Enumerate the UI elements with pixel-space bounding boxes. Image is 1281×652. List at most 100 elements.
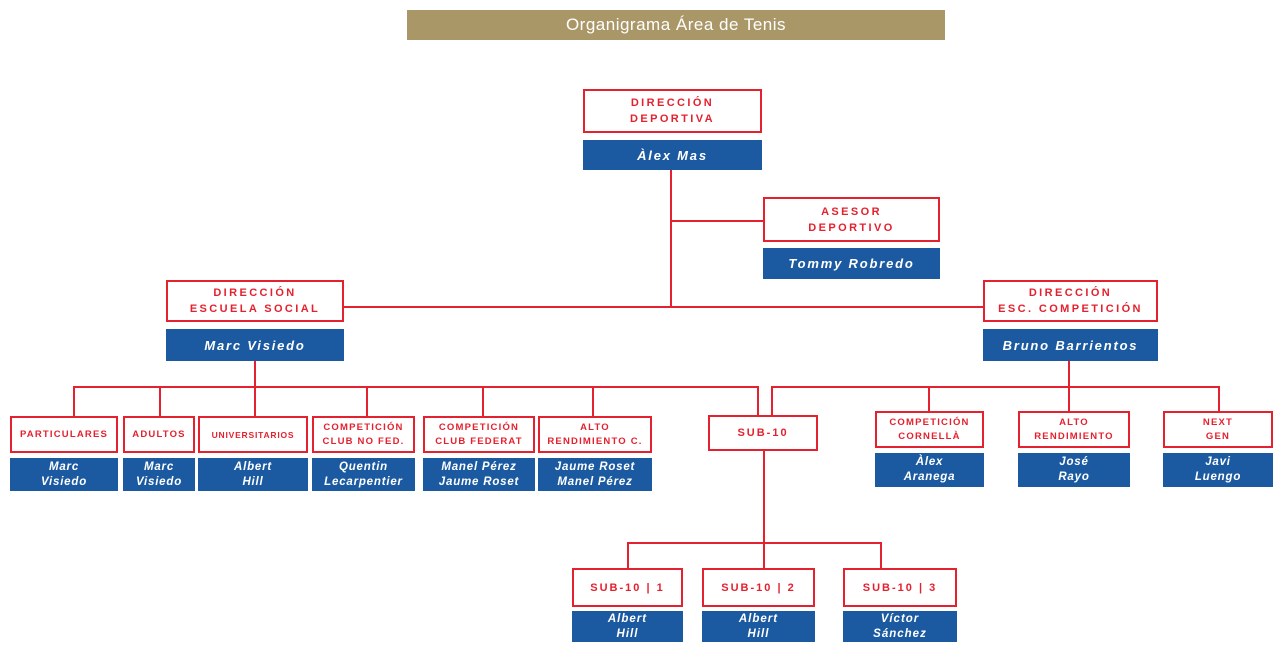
person-name: José Rayo	[1058, 456, 1090, 483]
role-label: SUB-10	[737, 427, 789, 439]
role-box: ALTO RENDIMIENTO C.	[538, 416, 652, 453]
node-competicion-club-no-fed: COMPETICIÓN CLUB NO FED. Quentin Lecarpe…	[312, 416, 415, 491]
role-label: DIRECCIÓN DEPORTIVA	[630, 97, 715, 125]
connector-level3-horizontal	[344, 306, 983, 308]
person-name: Marc Visiedo	[204, 337, 306, 353]
person-name: Quentin Lecarpentier	[324, 460, 403, 488]
person-box: Àlex Mas	[583, 140, 762, 170]
role-box: COMPETICIÓN CLUB NO FED.	[312, 416, 415, 453]
role-box: SUB-10	[708, 415, 818, 451]
person-name: Bruno Barrientos	[1002, 337, 1139, 353]
role-label: COMPETICIÓN CLUB NO FED.	[322, 421, 405, 447]
node-sub-10-1: SUB-10 | 1 Albert Hill	[572, 568, 683, 642]
person-name: Manel Pérez Jaume Roset	[438, 460, 520, 488]
role-box: ALTO RENDIMIENTO	[1018, 411, 1130, 448]
role-label: UNIVERSITARIOS	[211, 429, 295, 440]
node-universitarios: UNIVERSITARIOS Albert Hill	[198, 416, 308, 491]
connector-drop-sub10-right	[771, 388, 773, 415]
role-box: DIRECCIÓN ESCUELA SOCIAL	[166, 280, 344, 322]
person-name: Marc Visiedo	[135, 460, 183, 488]
node-sub-10-3: SUB-10 | 3 Víctor Sánchez	[843, 568, 957, 642]
role-box: DIRECCIÓN ESC. COMPETICIÓN	[983, 280, 1158, 322]
node-sub-10-2: SUB-10 | 2 Albert Hill	[702, 568, 815, 642]
role-box: SUB-10 | 2	[702, 568, 815, 607]
person-box: Marc Visiedo	[166, 329, 344, 361]
person-name: Àlex Mas	[637, 147, 708, 163]
person-box: Àlex Aranega	[875, 453, 984, 487]
role-box: COMPETICIÓN CORNELLÀ	[875, 411, 984, 448]
role-label: COMPETICIÓN CORNELLÀ	[889, 416, 970, 442]
node-direccion-deportiva: DIRECCIÓN DEPORTIVA Àlex Mas	[583, 89, 762, 170]
person-box: Víctor Sánchez	[843, 611, 957, 642]
person-box: Javi Luengo	[1163, 453, 1273, 487]
person-name: Javi Luengo	[1194, 456, 1242, 483]
person-box: Bruno Barrientos	[983, 329, 1158, 361]
role-label: NEXT GEN	[1202, 416, 1234, 442]
person-box: Jaume Roset Manel Pérez	[538, 458, 652, 491]
person-box: Albert Hill	[702, 611, 815, 642]
node-competicion-cornella: COMPETICIÓN CORNELLÀ Àlex Aranega	[875, 411, 984, 487]
role-box: ADULTOS	[123, 416, 195, 453]
person-name: Àlex Aranega	[903, 456, 956, 483]
role-box: DIRECCIÓN DEPORTIVA	[583, 89, 762, 133]
role-label: PARTICULARES	[19, 428, 109, 440]
node-sub-10: SUB-10	[708, 415, 818, 451]
person-box: Albert Hill	[572, 611, 683, 642]
person-name: Jaume Roset Manel Pérez	[554, 460, 636, 488]
role-label: SUB-10 | 2	[721, 581, 796, 594]
connector-esc-competicion-drop	[1068, 361, 1070, 411]
connector-drop-adultos	[159, 388, 161, 416]
node-adultos: ADULTOS Marc Visiedo	[123, 416, 195, 491]
connector-drop-particulares	[73, 388, 75, 416]
role-box: PARTICULARES	[10, 416, 118, 453]
connector-asesor-branch	[671, 220, 764, 222]
connector-drop-club-no-fed	[366, 388, 368, 416]
connector-left-bus	[73, 386, 759, 388]
person-name: Víctor Sánchez	[873, 612, 927, 640]
node-alto-rendimiento-c: ALTO RENDIMIENTO C. Jaume Roset Manel Pé…	[538, 416, 652, 491]
connector-drop-sub10-1	[627, 544, 629, 568]
connector-sub10-bus	[627, 542, 882, 544]
person-box: Albert Hill	[198, 458, 308, 491]
person-box: Tommy Robredo	[763, 248, 940, 279]
node-direccion-escuela-social: DIRECCIÓN ESCUELA SOCIAL Marc Visiedo	[166, 280, 344, 361]
role-box: COMPETICIÓN CLUB FEDERAT	[423, 416, 535, 453]
connector-drop-next-gen	[1218, 388, 1220, 411]
person-box: Marc Visiedo	[10, 458, 118, 491]
role-box: SUB-10 | 1	[572, 568, 683, 607]
role-label: ALTO RENDIMIENTO C.	[547, 421, 643, 447]
node-alto-rendimiento: ALTO RENDIMIENTO José Rayo	[1018, 411, 1130, 487]
person-name: Albert Hill	[233, 460, 273, 488]
connector-escuela-social-drop	[254, 361, 256, 416]
role-label: ALTO RENDIMIENTO	[1034, 416, 1114, 442]
person-name: Marc Visiedo	[40, 460, 88, 488]
connector-drop-sub10-3	[880, 544, 882, 568]
person-box: Marc Visiedo	[123, 458, 195, 491]
connector-root-vertical	[670, 169, 672, 308]
role-box: NEXT GEN	[1163, 411, 1273, 448]
person-box: José Rayo	[1018, 453, 1130, 487]
node-asesor-deportivo: ASESOR DEPORTIVO Tommy Robredo	[763, 197, 940, 279]
node-direccion-esc-competicion: DIRECCIÓN ESC. COMPETICIÓN Bruno Barrien…	[983, 280, 1158, 361]
role-label: SUB-10 | 3	[862, 581, 938, 594]
connector-right-bus	[771, 386, 1220, 388]
role-label: COMPETICIÓN CLUB FEDERAT	[435, 421, 523, 447]
node-competicion-club-federat: COMPETICIÓN CLUB FEDERAT Manel Pérez Jau…	[423, 416, 535, 491]
role-label: DIRECCIÓN ESCUELA SOCIAL	[189, 287, 321, 315]
role-label: SUB-10 | 1	[590, 581, 665, 594]
person-name: Albert Hill	[607, 612, 648, 640]
role-label: DIRECCIÓN ESC. COMPETICIÓN	[998, 287, 1143, 315]
connector-drop-sub10-left	[757, 388, 759, 415]
chart-title: Organigrama Área de Tenis	[565, 15, 787, 34]
role-box: SUB-10 | 3	[843, 568, 957, 607]
chart-title-bar: Organigrama Área de Tenis	[407, 10, 945, 40]
node-particulares: PARTICULARES Marc Visiedo	[10, 416, 118, 491]
person-box: Quentin Lecarpentier	[312, 458, 415, 491]
node-next-gen: NEXT GEN Javi Luengo	[1163, 411, 1273, 487]
role-box: UNIVERSITARIOS	[198, 416, 308, 453]
connector-drop-club-federat	[482, 388, 484, 416]
connector-sub10-vertical	[763, 451, 765, 568]
connector-drop-cornella	[928, 388, 930, 411]
role-box: ASESOR DEPORTIVO	[763, 197, 940, 242]
person-name: Tommy Robredo	[788, 256, 915, 271]
